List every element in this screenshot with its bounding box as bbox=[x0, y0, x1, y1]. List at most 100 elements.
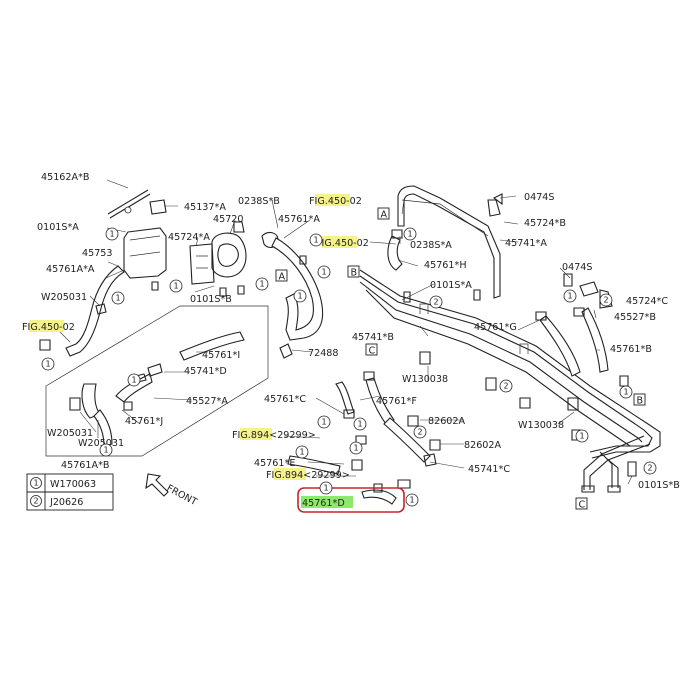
reference-markers: A A B B C C bbox=[275, 207, 646, 511]
circle-1: 1 bbox=[317, 415, 331, 429]
label-82602a-top: 82602A bbox=[428, 416, 466, 427]
circle-2: 2 bbox=[499, 379, 513, 393]
svg-text:1: 1 bbox=[409, 496, 414, 505]
svg-text:1: 1 bbox=[131, 376, 136, 385]
svg-text:1: 1 bbox=[259, 280, 264, 289]
circle-2: 2 bbox=[643, 461, 657, 475]
label-45761-f: 45761*F bbox=[376, 396, 417, 407]
ref-marker-a-top: A bbox=[381, 210, 388, 221]
front-direction-indicator: FRONT bbox=[145, 473, 199, 508]
ref-marker-c-top: C bbox=[369, 346, 376, 357]
circle-1: 1 bbox=[619, 385, 633, 399]
circle-1: 1 bbox=[403, 227, 417, 241]
circle-2: 2 bbox=[429, 295, 443, 309]
label-0101s-a-left: 0101S*A bbox=[37, 222, 79, 233]
ref-marker-a-left: A bbox=[279, 272, 286, 283]
circle-1: 1 bbox=[255, 277, 269, 291]
svg-text:1: 1 bbox=[567, 292, 572, 301]
label-45527-b: 45527*B bbox=[614, 312, 656, 323]
front-label: FRONT bbox=[165, 483, 199, 508]
label-45761-j: 45761*J bbox=[125, 416, 163, 427]
label-45724-b: 45724*B bbox=[524, 218, 566, 229]
label-0101s-b: 0101S*B bbox=[190, 294, 232, 305]
label-0238s-a: 0238S*A bbox=[410, 240, 452, 251]
fastener-legend: 1 W170063 2 J20626 bbox=[26, 473, 114, 511]
label-45527-a: 45527*A bbox=[186, 396, 228, 407]
fig-ref-894-bot[interactable]: FIG.894<29299> bbox=[266, 468, 350, 481]
label-45761a-a: 45761A*A bbox=[46, 264, 95, 275]
legend-value-2: J20626 bbox=[49, 497, 83, 508]
label-45761-e: 45761*E bbox=[254, 458, 295, 469]
numbered-circles: 1 1 1 1 1 1 1 1 1 1 1 1 1 1 1 1 1 1 1 1 … bbox=[41, 227, 657, 507]
circle-1: 1 bbox=[111, 291, 125, 305]
label-45761-d: 45761*D bbox=[302, 498, 345, 509]
ref-marker-b-left: B bbox=[351, 268, 358, 279]
label-w205031-bot: W205031 bbox=[78, 438, 124, 449]
legend-value-1: W170063 bbox=[50, 479, 96, 490]
svg-text:1: 1 bbox=[115, 294, 120, 303]
label-82602a-bot: 82602A bbox=[464, 440, 502, 451]
label-72488: 72488 bbox=[308, 348, 339, 359]
fig-ref-450-02-top[interactable]: FIG.450-02 bbox=[309, 194, 362, 207]
circle-1: 1 bbox=[41, 357, 55, 371]
circle-1: 1 bbox=[563, 289, 577, 303]
label-45761-i: 45761*I bbox=[202, 350, 240, 361]
center-lower-hose-assembly bbox=[287, 371, 441, 505]
legend-key-1: 1 bbox=[33, 479, 38, 488]
label-45761-b: 45761*B bbox=[610, 344, 652, 355]
circle-1: 1 bbox=[99, 443, 113, 457]
svg-text:1: 1 bbox=[353, 444, 358, 453]
front-arrow-icon bbox=[145, 473, 169, 497]
fig-ref-450-02-left[interactable]: FIG.450-02 bbox=[22, 320, 75, 333]
label-45761-a: 45761*A bbox=[278, 214, 320, 225]
left-reservoir-assembly bbox=[39, 189, 324, 457]
svg-text:1: 1 bbox=[321, 418, 326, 427]
svg-text:1: 1 bbox=[321, 268, 326, 277]
label-w205031-top: W205031 bbox=[41, 292, 87, 303]
svg-text:1: 1 bbox=[407, 230, 412, 239]
circle-1: 1 bbox=[309, 233, 323, 247]
circle-2: 2 bbox=[599, 293, 613, 307]
ref-marker-b-right: B bbox=[637, 396, 644, 407]
ref-marker-c-bottom: C bbox=[579, 500, 586, 511]
callout-labels: 45162A*B 45137*A 0238S*B FIG.450-02 0101… bbox=[22, 172, 680, 513]
circle-2: 2 bbox=[413, 425, 427, 439]
label-0474s-right: 0474S bbox=[562, 262, 593, 273]
label-45720: 45720 bbox=[213, 214, 244, 225]
svg-text:FIG.894<29299>: FIG.894<29299> bbox=[232, 430, 316, 441]
circle-1: 1 bbox=[319, 481, 333, 495]
svg-text:2: 2 bbox=[417, 428, 422, 437]
selected-part-45761-d[interactable]: 45761*D bbox=[297, 487, 405, 513]
svg-text:1: 1 bbox=[579, 432, 584, 441]
svg-text:FIG.894<29299>: FIG.894<29299> bbox=[266, 470, 350, 481]
svg-text:1: 1 bbox=[45, 360, 50, 369]
label-45137-a: 45137*A bbox=[184, 202, 226, 213]
label-45761-g: 45761*G bbox=[474, 322, 517, 333]
svg-text:FIG.450-02: FIG.450-02 bbox=[22, 322, 75, 333]
label-w130038-right: W130038 bbox=[518, 420, 564, 431]
circle-1: 1 bbox=[353, 417, 367, 431]
svg-text:FIG.450-02: FIG.450-02 bbox=[309, 196, 362, 207]
svg-text:2: 2 bbox=[603, 296, 608, 305]
label-45761a-b: 45761A*B bbox=[61, 460, 109, 471]
svg-text:1: 1 bbox=[623, 388, 628, 397]
circle-1: 1 bbox=[127, 373, 141, 387]
fig-ref-450-02-mid[interactable]: FIG.450-02 bbox=[316, 236, 369, 249]
leader-lines bbox=[57, 179, 633, 485]
svg-text:1: 1 bbox=[109, 230, 114, 239]
circle-1: 1 bbox=[295, 445, 309, 459]
label-0101s-b-right: 0101S*B bbox=[638, 480, 680, 491]
svg-text:2: 2 bbox=[647, 464, 652, 473]
label-45724-c: 45724*C bbox=[626, 296, 668, 307]
circle-1: 1 bbox=[169, 279, 183, 293]
label-45162a-b: 45162A*B bbox=[41, 172, 89, 183]
label-0101s-a-mid: 0101S*A bbox=[430, 280, 472, 291]
label-45741-c: 45741*C bbox=[468, 464, 510, 475]
label-45761-h: 45761*H bbox=[424, 260, 467, 271]
label-45753: 45753 bbox=[82, 248, 113, 259]
circle-1: 1 bbox=[405, 493, 419, 507]
fig-ref-894-top[interactable]: FIG.894<29299> bbox=[232, 428, 316, 441]
label-45724-a: 45724*A bbox=[168, 232, 210, 243]
circle-1: 1 bbox=[575, 429, 589, 443]
